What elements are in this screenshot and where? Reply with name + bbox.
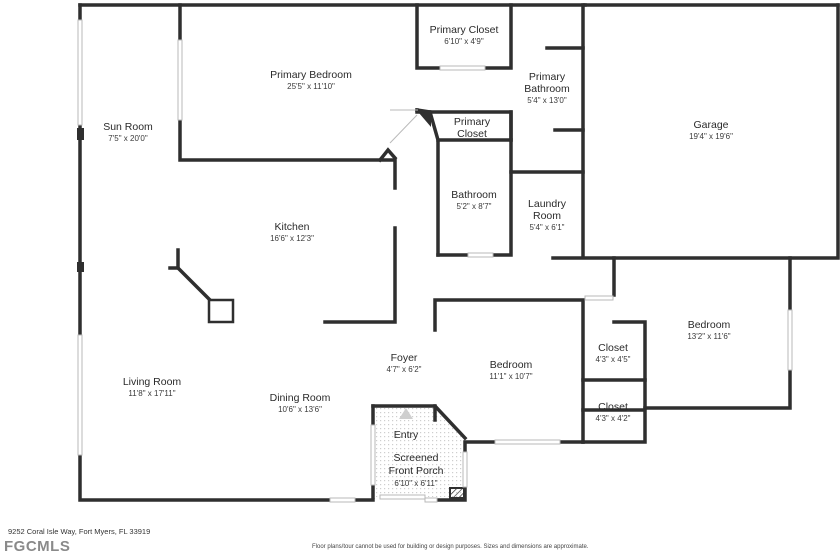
room-name-porch-line1: Screened xyxy=(394,452,439,464)
windows xyxy=(77,19,793,503)
wall-post-left xyxy=(77,128,84,140)
room-dims-bathroom: 5'2" x 8'7" xyxy=(457,202,492,211)
fireplace-hatch xyxy=(207,298,235,324)
room-name-porch-line2: Front Porch xyxy=(389,465,444,477)
room-name-foyer: Foyer xyxy=(391,352,418,364)
room-dims-primary-closet-1: 6'10" x 4'9" xyxy=(444,37,484,46)
room-dims-closet-1: 4'3" x 4'5" xyxy=(596,355,631,364)
room-dims-foyer: 4'7" x 6'2" xyxy=(387,365,422,374)
room-dims-sun-room: 7'5" x 20'0" xyxy=(108,134,148,143)
property-address: 9252 Coral Isle Way, Fort Myers, FL 3391… xyxy=(8,527,151,536)
room-labels: Sun Room 7'5" x 20'0" Primary Bedroom 25… xyxy=(103,24,733,488)
room-name-primary-closet-2-line2: Closet xyxy=(457,128,487,140)
room-name-bathroom: Bathroom xyxy=(451,189,497,201)
closet-corner-hatch xyxy=(419,113,431,127)
room-dims-porch: 6'10" x 6'11" xyxy=(394,479,437,488)
room-dims-primary-bathroom: 5'4" x 13'0" xyxy=(527,96,567,105)
room-dims-closet-2: 4'3" x 4'2" xyxy=(596,414,631,423)
room-name-laundry-room-line1: Laundry xyxy=(528,198,567,210)
room-name-bedroom-right: Bedroom xyxy=(688,319,731,331)
room-dims-bedroom-right: 13'2" x 11'6" xyxy=(687,332,730,341)
room-name-primary-closet-1: Primary Closet xyxy=(430,24,499,36)
room-name-bedroom-center: Bedroom xyxy=(490,359,533,371)
room-name-living-room: Living Room xyxy=(123,376,182,388)
room-name-kitchen: Kitchen xyxy=(274,221,309,233)
entry-arrow-icon xyxy=(399,408,413,419)
room-name-sun-room: Sun Room xyxy=(103,121,153,133)
mls-logo: FGCMLS xyxy=(4,538,71,555)
porch-floor xyxy=(373,406,465,497)
room-dims-kitchen: 16'6" x 12'3" xyxy=(270,234,314,243)
porch-corner-hatch xyxy=(449,487,465,499)
room-dims-living-room: 11'8" x 17'11" xyxy=(128,389,175,398)
disclaimer-text: Floor plans/tour cannot be used for buil… xyxy=(312,544,589,550)
room-dims-laundry-room: 5'4" x 6'1" xyxy=(530,223,565,232)
wall-post-left-2 xyxy=(77,262,84,272)
room-name-primary-bedroom: Primary Bedroom xyxy=(270,69,352,81)
room-dims-primary-bedroom: 25'5" x 11'10" xyxy=(287,82,335,91)
room-name-laundry-room-line2: Room xyxy=(533,210,561,222)
room-name-closet-2: Closet xyxy=(598,401,628,413)
room-dims-garage: 19'4" x 19'6" xyxy=(689,132,733,141)
walls xyxy=(78,3,840,502)
room-name-dining-room: Dining Room xyxy=(270,392,331,404)
room-dims-bedroom-center: 11'1" x 10'7" xyxy=(489,372,532,381)
room-name-primary-closet-2-line1: Primary xyxy=(454,116,491,128)
room-dims-dining-room: 10'6" x 13'6" xyxy=(278,405,322,414)
room-name-garage: Garage xyxy=(693,119,728,131)
room-name-closet-1: Closet xyxy=(598,342,628,354)
room-name-primary-bathroom-line2: Bathroom xyxy=(524,83,570,95)
room-name-entry: Entry xyxy=(394,429,419,441)
room-name-primary-bathroom-line1: Primary xyxy=(529,71,566,83)
